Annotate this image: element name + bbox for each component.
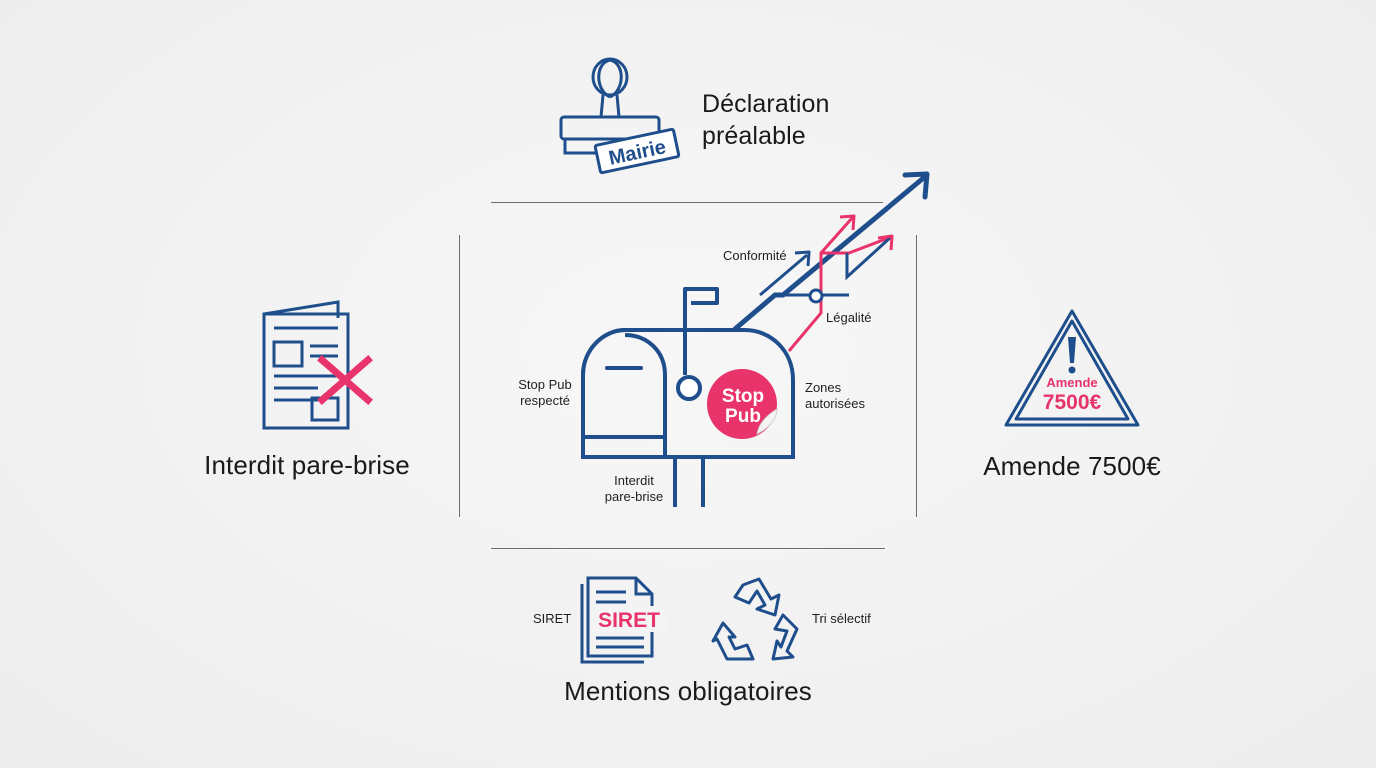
document-cross-icon bbox=[262, 300, 373, 430]
divider-left bbox=[459, 235, 460, 517]
divider-top bbox=[491, 202, 883, 203]
pink-arrow-1 bbox=[787, 216, 855, 352]
warning-badge-line1: Amende bbox=[1046, 375, 1097, 390]
divider-bottom bbox=[491, 548, 885, 549]
recycle-caption: Tri sélectif bbox=[812, 611, 871, 626]
navy-arrow-main bbox=[732, 172, 930, 332]
label-stop-pub-line1: Stop Pub bbox=[518, 377, 572, 392]
label-interdit-line2: pare-brise bbox=[604, 489, 664, 504]
warning-badge-line2: 7500€ bbox=[1043, 391, 1102, 414]
siret-doc-text: SIRET bbox=[598, 609, 660, 632]
label-stop-pub-line2: respecté bbox=[520, 393, 570, 408]
top-title: Déclaration préalable bbox=[702, 88, 830, 152]
label-stop-pub: Stop Pub respecté bbox=[510, 377, 580, 409]
sticker-line1: Stop bbox=[722, 386, 764, 407]
mailbox-flag bbox=[683, 287, 719, 375]
warning-triangle-icon: Amende 7500€ bbox=[1004, 309, 1140, 427]
rubber-stamp-icon: Mairie bbox=[559, 57, 681, 175]
divider-right bbox=[916, 235, 917, 517]
label-zones-line1: Zones bbox=[805, 380, 842, 395]
label-conformite: Conformité bbox=[723, 248, 787, 263]
left-label: Interdit pare-brise bbox=[204, 450, 410, 480]
stop-pub-sticker bbox=[707, 369, 777, 439]
siret-caption: SIRET bbox=[533, 611, 572, 626]
top-title-line2: préalable bbox=[702, 122, 806, 150]
pink-arrow-2 bbox=[821, 235, 892, 255]
right-label: Amende 7500€ bbox=[983, 451, 1161, 481]
label-zones-line2: autorisées bbox=[805, 396, 865, 411]
navy-arrow-conformite bbox=[759, 253, 808, 297]
recycle-icon bbox=[711, 577, 799, 661]
label-interdit: Interdit pare-brise bbox=[598, 473, 670, 505]
bottom-label: Mentions obligatoires bbox=[564, 676, 812, 706]
label-interdit-line1: Interdit bbox=[614, 473, 654, 488]
document-siret-icon: SIRET bbox=[580, 576, 666, 664]
top-title-line1: Déclaration bbox=[702, 90, 830, 118]
sticker-line2: Pub bbox=[725, 406, 761, 427]
label-legalite: Légalité bbox=[826, 310, 872, 325]
label-zones: Zones autorisées bbox=[805, 380, 865, 412]
mailbox-diagram: Stop Pub bbox=[581, 171, 930, 507]
junction-node bbox=[808, 288, 824, 304]
